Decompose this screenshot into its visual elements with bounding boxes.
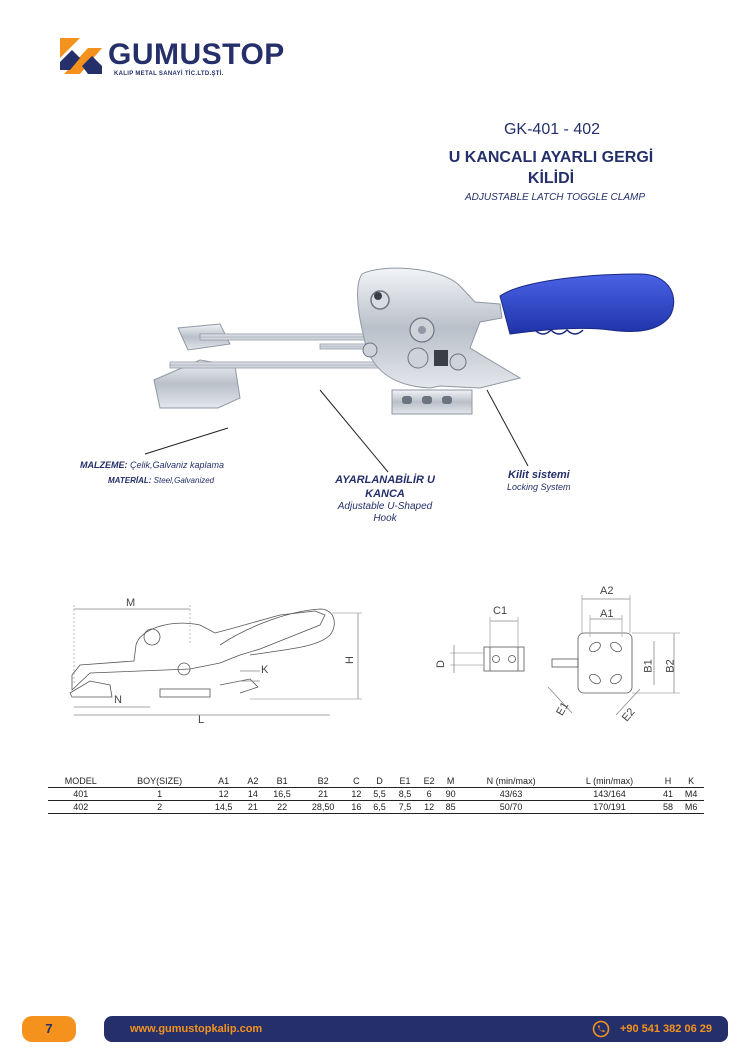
logo-mark-icon — [60, 38, 102, 74]
website-link[interactable]: www.gumustopkalip.com — [130, 1023, 263, 1035]
phone-number[interactable]: +90 541 382 06 29 — [619, 1023, 712, 1035]
table-cell: 6,5 — [366, 800, 393, 814]
table-cell: 90 — [440, 787, 461, 801]
table-cell: 170/191 — [561, 800, 658, 814]
technical-drawing — [69, 595, 680, 716]
table-header-cell: A1 — [205, 775, 242, 788]
table-header-cell: E2 — [417, 775, 441, 788]
table-header-cell: D — [366, 775, 393, 788]
table-cell: 14,5 — [205, 800, 242, 814]
table-cell: 402 — [48, 800, 114, 814]
table-cell: 85 — [440, 800, 461, 814]
table-cell: 41 — [657, 787, 679, 801]
hook-title: AYARLANABİLİR U KANCA — [335, 474, 435, 500]
table-header-cell: H — [657, 775, 679, 788]
table-cell: M6 — [678, 800, 704, 814]
table-cell: 43/63 — [460, 787, 562, 801]
table-cell: 6 — [417, 787, 441, 801]
table-cell: 16 — [346, 800, 367, 814]
table-header-cell: L (min/max) — [561, 775, 658, 788]
table-cell: 12 — [417, 800, 441, 814]
table-cell: 58 — [657, 800, 679, 814]
table-cell: 2 — [113, 800, 206, 814]
hook-subtitle: Adjustable U-Shaped Hook — [337, 501, 433, 524]
table-header-cell: MODEL — [48, 775, 114, 788]
table-cell: 50/70 — [460, 800, 562, 814]
table-cell: 12 — [205, 787, 242, 801]
table-header-cell: A2 — [241, 775, 265, 788]
material-tr: MALZEME: Çelik,Galvaniz kaplama — [80, 460, 225, 470]
product-code: GK-401 - 402 — [503, 121, 601, 138]
material-en: MATERİAL: Steel,Galvanized — [108, 476, 215, 485]
table-header-cell: B2 — [300, 775, 347, 788]
product-photo — [153, 267, 675, 415]
table-header-cell: K — [678, 775, 704, 788]
table-header-cell: BOY(SIZE) — [113, 775, 206, 788]
lock-title: Kilit sistemi — [508, 469, 570, 481]
brand-logo: GUMUSTOP KALIP METAL SANAYİ TİC.LTD.ŞTİ. — [58, 36, 298, 84]
table-cell: 7,5 — [392, 800, 418, 814]
product-title-line2: KİLİDİ — [527, 170, 575, 187]
table-cell: 22 — [264, 800, 301, 814]
product-title: U KANCALI AYARLI GERGİ KİLİDİ — [420, 147, 682, 189]
product-subtitle: ADJUSTABLE LATCH TOGGLE CLAMP — [464, 192, 646, 203]
table-cell: 21 — [241, 800, 265, 814]
table-cell: 28,50 — [300, 800, 347, 814]
whatsapp-icon — [592, 1020, 610, 1038]
page-number: 7 — [22, 1016, 76, 1042]
brand-subtitle: KALIP METAL SANAYİ TİC.LTD.ŞTİ. — [114, 71, 224, 77]
table-cell: M4 — [678, 787, 704, 801]
table-header-cell: M — [440, 775, 461, 788]
brand-name: GUMUSTOP — [108, 38, 285, 71]
table-cell: 8,5 — [392, 787, 418, 801]
table-header-cell: E1 — [392, 775, 418, 788]
table-cell: 401 — [48, 787, 114, 801]
table-cell: 14 — [241, 787, 265, 801]
table-header-cell: C — [346, 775, 367, 788]
table-cell: 16,5 — [264, 787, 301, 801]
lock-subtitle: Locking System — [507, 482, 571, 492]
table-header-cell: N (min/max) — [460, 775, 562, 788]
table-cell: 12 — [346, 787, 367, 801]
table-header-cell: B1 — [264, 775, 301, 788]
footer-bar: www.gumustopkalip.com +90 541 382 06 29 — [104, 1016, 728, 1042]
table-cell: 5,5 — [366, 787, 393, 801]
table-cell: 21 — [300, 787, 347, 801]
table-cell: 143/164 — [561, 787, 658, 801]
table-cell: 1 — [113, 787, 206, 801]
product-title-line1: U KANCALI AYARLI GERGİ — [448, 149, 654, 166]
